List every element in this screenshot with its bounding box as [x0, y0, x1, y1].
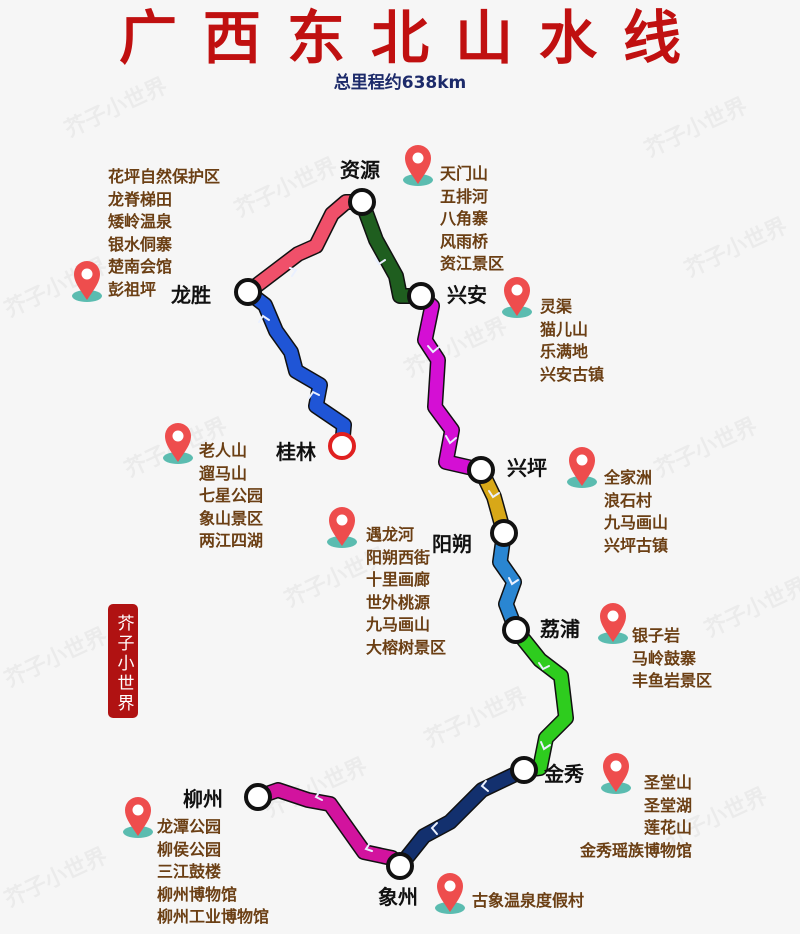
- station-label-longsheng: 龙胜: [171, 283, 211, 307]
- attraction-item: 龙脊梯田: [108, 189, 173, 209]
- attraction-item: 兴坪古镇: [604, 535, 669, 555]
- station-label-yangshuo: 阳朔: [432, 532, 472, 556]
- attraction-item: 七星公园: [199, 486, 264, 505]
- attraction-item: 三江鼓楼: [157, 862, 222, 881]
- station-xingan-marker: [407, 282, 435, 310]
- location-pin-icon: [72, 261, 102, 302]
- station-ziyuan-marker: [348, 188, 376, 216]
- attractions-xingping: 全家洲 浪石村 九马画山 兴坪古镇: [604, 467, 668, 557]
- station-label-jinxiu: 金秀: [544, 762, 584, 786]
- attraction-item: 花坪自然保护区: [108, 167, 221, 186]
- total-distance: 总里程约638km: [333, 73, 467, 93]
- attractions-jinxiu: 圣堂山 圣堂湖 莲花山 金秀瑶族博物馆: [548, 772, 692, 862]
- attraction-item: 风雨桥: [440, 231, 489, 251]
- attractions-longsheng: 花坪自然保护区 龙脊梯田 矮岭温泉 银水侗寨 楚南会馆 彭祖坪: [108, 166, 220, 301]
- attraction-item: 两江四湖: [199, 531, 264, 550]
- station-xingping-marker: [467, 456, 495, 484]
- attraction-item: 八角寨: [440, 209, 489, 228]
- attraction-item: 银水侗寨: [108, 234, 173, 254]
- location-pin-icon: [567, 447, 597, 488]
- attraction-item: 大榕树景区: [366, 637, 447, 657]
- station-label-xingan: 兴安: [447, 283, 487, 307]
- attractions-lipu: 银子岩 马岭鼓寨 丰鱼岩景区: [632, 625, 712, 693]
- location-pin-icon: [435, 873, 465, 914]
- attraction-item: 象山景区: [199, 508, 264, 528]
- attractions-xingan: 灵渠 猫儿山 乐满地 兴安古镇: [540, 296, 604, 386]
- attraction-item: 兴安古镇: [540, 364, 605, 384]
- attraction-item: 银子岩: [632, 626, 681, 645]
- attraction-item: 九马画山: [604, 513, 669, 532]
- attraction-item: 猫儿山: [540, 319, 589, 339]
- attraction-item: 天门山: [440, 164, 489, 183]
- station-guilin-marker: [328, 432, 356, 460]
- attraction-item: 阳朔西街: [366, 547, 431, 567]
- attraction-item: 金秀瑶族博物馆: [579, 840, 692, 860]
- brand-seal: 芥子小世界: [108, 604, 138, 718]
- attraction-item: 楚南会馆: [108, 257, 173, 276]
- attractions-liuzhou: 龙潭公园 柳侯公园 三江鼓楼 柳州博物馆 柳州工业博物馆: [157, 816, 269, 929]
- location-pin-icon: [123, 797, 153, 838]
- attraction-item: 彭祖坪: [108, 279, 157, 299]
- attraction-item: 全家洲: [604, 468, 653, 487]
- location-pin-icon: [163, 423, 193, 464]
- attraction-item: 柳州工业博物馆: [157, 907, 270, 926]
- station-longsheng-marker: [234, 278, 262, 306]
- attraction-item: 老人山: [199, 441, 248, 460]
- attraction-item: 莲花山: [643, 818, 692, 837]
- attraction-item: 圣堂湖: [643, 795, 692, 815]
- station-lipu-marker: [502, 616, 530, 644]
- attraction-item: 世外桃源: [366, 592, 431, 612]
- attraction-item: 柳侯公园: [157, 839, 222, 859]
- attraction-item: 乐满地: [540, 342, 589, 361]
- attraction-item: 九马画山: [366, 615, 431, 634]
- station-label-xingping: 兴坪: [507, 456, 547, 480]
- location-pin-icon: [327, 507, 357, 548]
- attraction-item: 丰鱼岩景区: [632, 671, 713, 690]
- attraction-item: 矮岭温泉: [108, 212, 173, 231]
- attractions-ziyuan: 天门山 五排河 八角寨 风雨桥 资江景区: [440, 163, 504, 276]
- station-label-ziyuan: 资源: [340, 158, 380, 182]
- attraction-item: 十里画廊: [366, 570, 431, 589]
- location-pin-icon: [502, 277, 532, 318]
- attraction-item: 五排河: [440, 186, 489, 206]
- station-label-lipu: 荔浦: [540, 617, 580, 641]
- attractions-guilin: 老人山 遛马山 七星公园 象山景区 两江四湖: [199, 440, 263, 553]
- location-pin-icon: [598, 603, 628, 644]
- attraction-item: 遇龙河: [366, 525, 415, 544]
- station-xiangzhou-marker: [386, 852, 414, 880]
- attraction-item: 灵渠: [540, 297, 573, 316]
- attractions-xiangzhou: 古象温泉度假村: [472, 890, 584, 913]
- location-pin-icon: [403, 145, 433, 186]
- attraction-item: 柳州博物馆: [157, 884, 238, 904]
- page-title: 广西东北山水线: [118, 4, 707, 72]
- attraction-item: 马岭鼓寨: [632, 648, 697, 668]
- attraction-item: 遛马山: [199, 463, 248, 483]
- attraction-item: 古象温泉度假村: [472, 891, 585, 910]
- attraction-item: 龙潭公园: [157, 817, 222, 836]
- station-jinxiu-marker: [510, 756, 538, 784]
- attraction-item: 浪石村: [604, 490, 653, 510]
- station-yangshuo-marker: [490, 519, 518, 547]
- station-liuzhou-marker: [244, 783, 272, 811]
- attractions-yangshuo: 遇龙河 阳朔西街 十里画廊 世外桃源 九马画山 大榕树景区: [366, 524, 446, 659]
- station-label-guilin: 桂林: [276, 440, 316, 464]
- station-label-liuzhou: 柳州: [183, 787, 223, 811]
- attraction-item: 圣堂山: [643, 773, 692, 792]
- station-label-xiangzhou: 象州: [378, 885, 418, 909]
- attraction-item: 资江景区: [440, 254, 505, 273]
